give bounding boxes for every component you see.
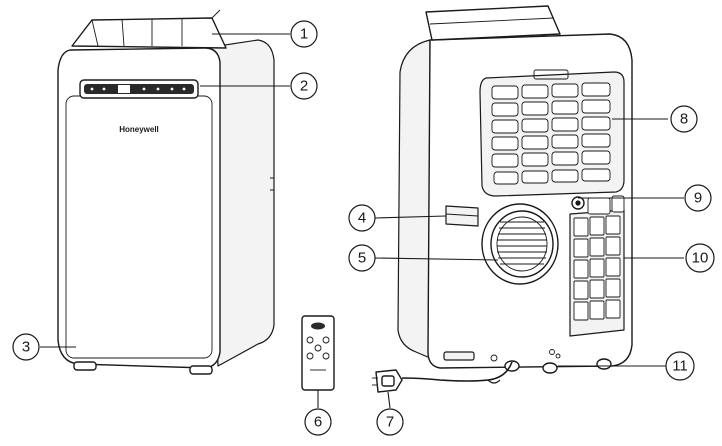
lower-air-filter-grille <box>569 195 625 337</box>
leader-lines <box>40 33 684 409</box>
callout-9: 9 <box>684 184 712 212</box>
svg-text:11: 11 <box>672 358 688 375</box>
front-unit: Honeywell <box>57 9 275 375</box>
svg-text:10: 10 <box>692 250 709 267</box>
svg-text:2: 2 <box>300 78 308 95</box>
svg-text:1: 1 <box>300 26 308 43</box>
svg-text:7: 7 <box>386 414 394 431</box>
back-unit <box>372 5 633 393</box>
brand-logo: Honeywell <box>119 125 159 134</box>
svg-text:5: 5 <box>358 250 366 267</box>
svg-text:8: 8 <box>680 111 688 128</box>
callout-1: 1 <box>290 20 318 48</box>
front-caster-left <box>73 361 97 371</box>
bottom-label-plate <box>443 351 475 361</box>
remote-control <box>301 315 335 391</box>
callout-11: 11 <box>665 351 695 381</box>
svg-text:6: 6 <box>314 414 322 431</box>
callout-5: 5 <box>348 244 376 272</box>
svg-text:9: 9 <box>694 190 702 207</box>
svg-text:3: 3 <box>22 339 30 356</box>
power-cord <box>401 361 513 382</box>
callout-8: 8 <box>670 105 698 133</box>
callout-6: 6 <box>304 408 332 436</box>
front-caster-right <box>189 365 213 375</box>
exhaust-outlet <box>481 203 559 285</box>
svg-text:4: 4 <box>358 210 366 227</box>
callout-4: 4 <box>348 204 376 232</box>
power-plug <box>372 369 403 393</box>
carry-handle <box>445 205 479 227</box>
callout-3: 3 <box>12 333 40 361</box>
back-caster-far <box>596 358 612 370</box>
back-caster-right <box>542 362 558 374</box>
callout-2: 2 <box>290 72 318 100</box>
callout-10: 10 <box>685 243 715 273</box>
callout-7: 7 <box>376 408 404 436</box>
upper-grille-slots <box>491 82 611 185</box>
